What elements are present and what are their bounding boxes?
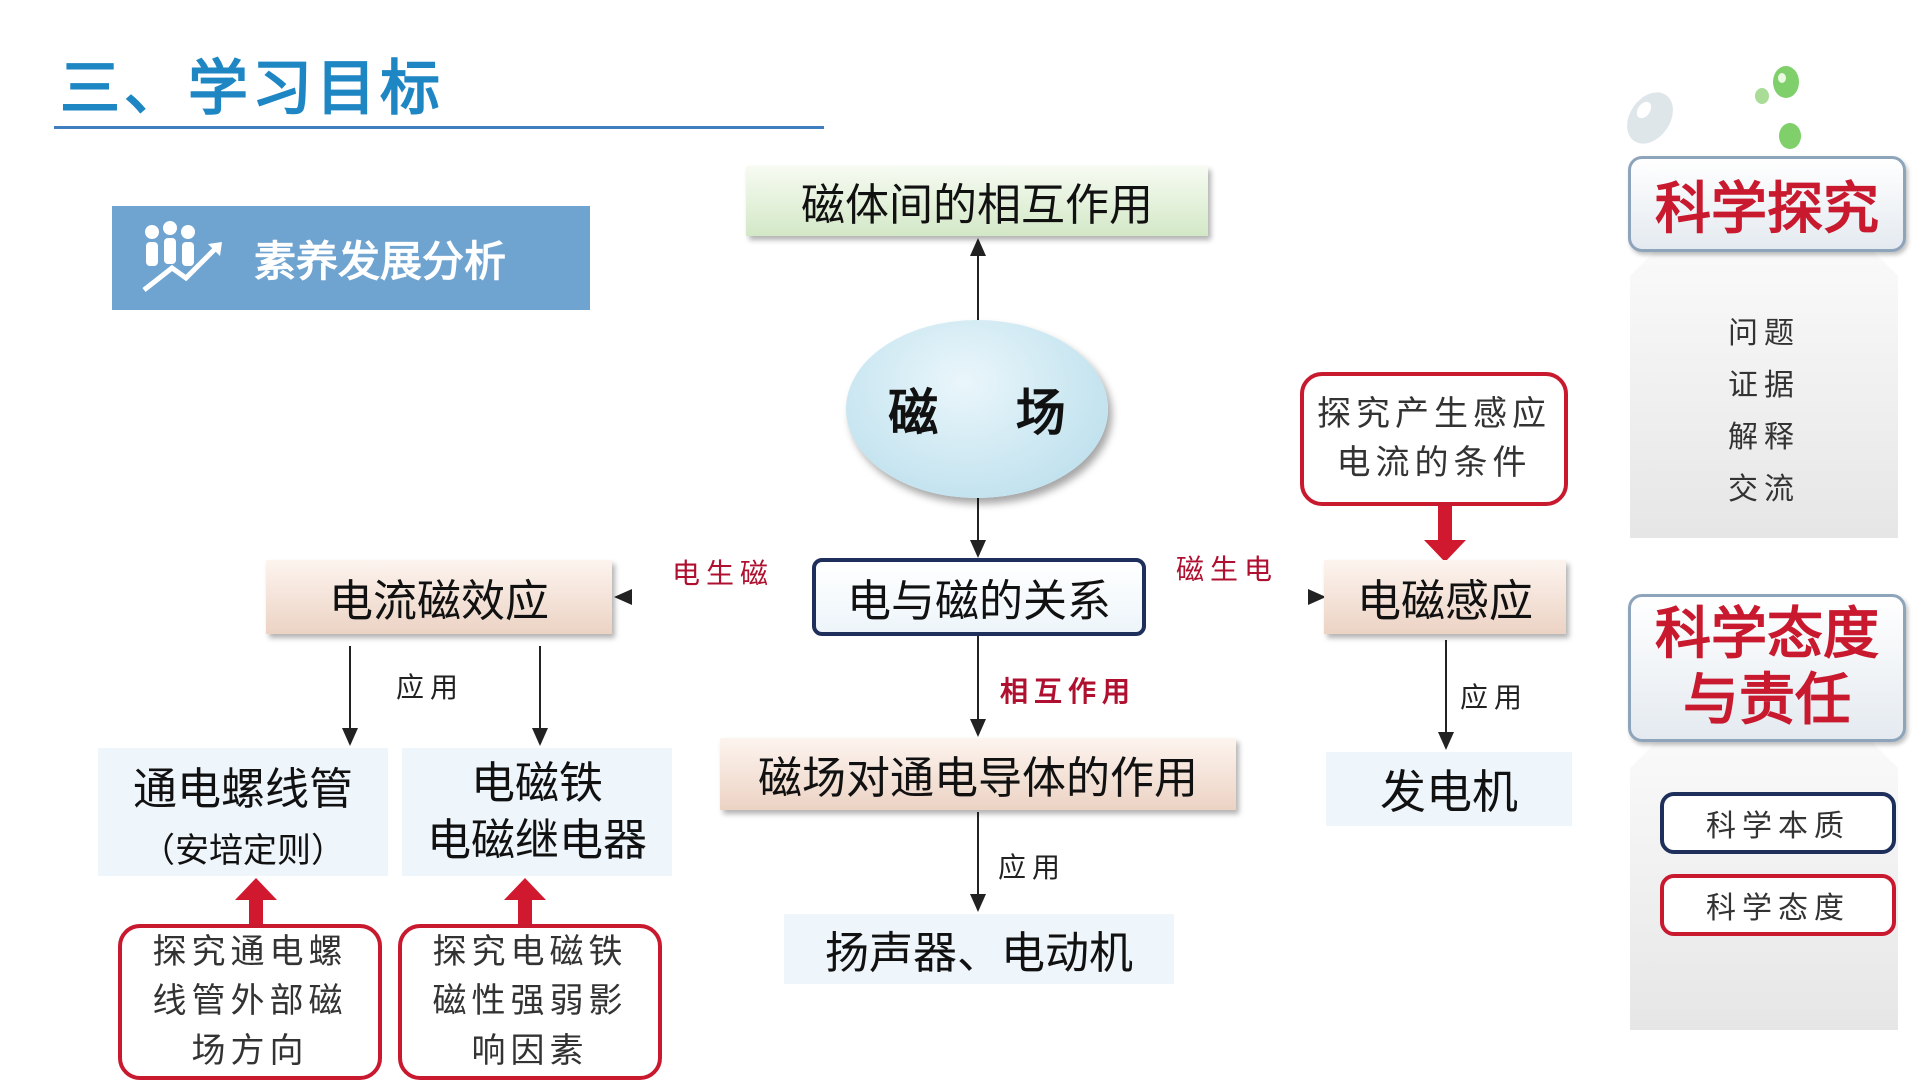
label-apply-left: 应用 — [396, 671, 465, 704]
inquiry-right-line1: 探究产生感应 — [1317, 393, 1551, 434]
people-growth-icon — [142, 221, 222, 292]
node-electromagnetic-induction: 电磁感应 — [1324, 560, 1566, 634]
electromagnet-line2: 电磁继电器 — [427, 815, 647, 866]
inquiry-electromagnet-strength: 探究电磁铁 磁性强弱影 响因素 — [398, 924, 662, 1080]
title-underline — [54, 126, 824, 129]
node-magnetic-field: 磁 场 — [846, 320, 1108, 498]
page-title: 三、学习目标 — [60, 54, 444, 124]
inquiry-solenoid-field: 探究通电螺 线管外部磁 场方向 — [118, 924, 382, 1080]
attitude-title-line1: 科学态度 — [1655, 601, 1879, 667]
inquiry-left1-line2: 线管外部磁 — [152, 981, 348, 1022]
inquiry-left2-line2: 磁性强弱影 — [432, 981, 628, 1022]
electromagnet-line1: 电磁铁 — [471, 757, 603, 809]
inquiry-left1-line1: 探究通电螺 — [152, 932, 348, 973]
water-drops-icon — [1627, 66, 1801, 149]
node-magnet-interaction: 磁体间的相互作用 — [746, 166, 1208, 236]
node-current-magnetic-effect: 电流磁效应 — [266, 560, 612, 634]
node-speaker-motor: 扬声器、电动机 — [784, 914, 1174, 984]
panel-attitude-title: 科学态度 与责任 — [1628, 594, 1906, 742]
panel-scientific-inquiry-title: 科学探究 — [1628, 156, 1906, 252]
node-electricity-magnetism-relation: 电与磁的关系 — [812, 558, 1146, 636]
label-apply-mid: 应用 — [998, 851, 1067, 884]
inquiry-right-line2: 电流的条件 — [1336, 443, 1532, 483]
inquiry-left2-line1: 探究电磁铁 — [432, 932, 628, 973]
solenoid-line1: 通电螺线管 — [133, 763, 353, 815]
solenoid-line2: （安培定则） — [141, 830, 345, 871]
inquiry-item-evidence: 证据 — [1728, 368, 1800, 403]
label-apply-right: 应用 — [1460, 681, 1529, 714]
red-up-arrow-left2 — [504, 878, 546, 924]
inquiry-item-explanation: 解释 — [1728, 420, 1800, 455]
inquiry-left1-line3: 场方向 — [191, 1030, 309, 1071]
inquiry-item-question: 问题 — [1728, 316, 1800, 351]
node-electromagnet: 电磁铁 电磁继电器 — [402, 748, 672, 876]
node-generator: 发电机 — [1326, 752, 1572, 826]
node-field-on-conductor: 磁场对通电导体的作用 — [720, 738, 1236, 810]
attitude-title-line2: 与责任 — [1683, 668, 1851, 733]
label-interaction: 相互作用 — [1000, 675, 1137, 708]
badge-label: 素养发展分析 — [254, 236, 507, 286]
item-science-nature: 科学本质 — [1660, 792, 1896, 854]
inquiry-induction-current: 探究产生感应 电流的条件 — [1300, 372, 1568, 506]
label-electricity-to-magnetism: 电生磁 — [672, 557, 775, 590]
inquiry-left2-line3: 响因素 — [471, 1030, 589, 1071]
node-solenoid: 通电螺线管 （安培定则） — [98, 748, 388, 876]
literacy-analysis-badge: 素养发展分析 — [112, 206, 590, 310]
inquiry-item-communication: 交流 — [1728, 472, 1800, 507]
red-up-arrow-left1 — [235, 878, 277, 924]
red-up-arrow-right — [1424, 506, 1466, 562]
label-magnetism-to-electricity: 磁生电 — [1176, 553, 1279, 586]
panel-scientific-inquiry-body: 问题 证据 解释 交流 — [1630, 246, 1898, 538]
item-science-attitude: 科学态度 — [1660, 874, 1896, 936]
